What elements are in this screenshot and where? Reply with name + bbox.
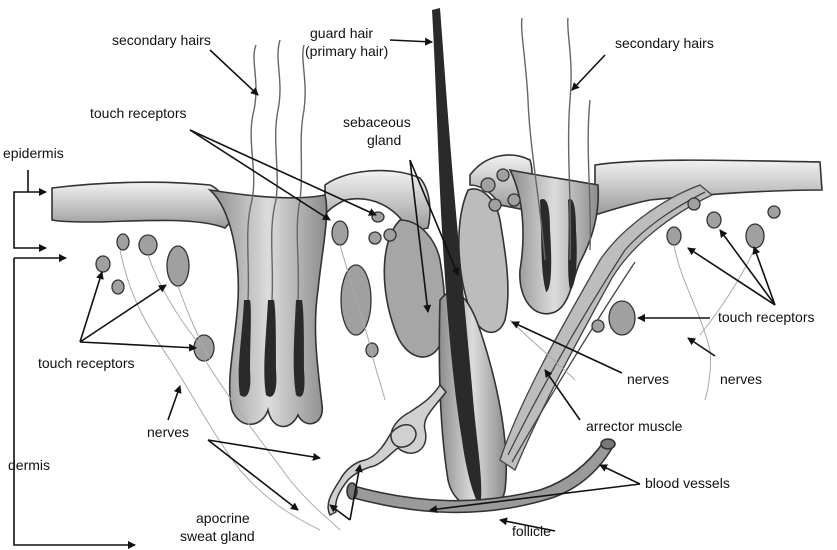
label-sweat-gland: sweat gland xyxy=(180,528,255,544)
leader-touch-right-a xyxy=(688,248,775,305)
leader-nerves-left-c xyxy=(208,440,298,510)
label-guard-hair: guard hair xyxy=(310,25,373,41)
label-primary-hair: (primary hair) xyxy=(305,43,388,59)
leader-touch-right-c xyxy=(754,247,775,305)
label-nerves-center: nerves xyxy=(627,371,669,387)
label-touch-receptors-right: touch receptors xyxy=(718,309,815,325)
leader-secondary-hairs-left xyxy=(210,50,258,95)
leader-guard-hair xyxy=(390,40,432,42)
label-dermis: dermis xyxy=(8,457,50,473)
label-touch-receptors-top: touch receptors xyxy=(90,105,187,121)
label-epidermis: epidermis xyxy=(3,145,64,161)
label-arrector-muscle: arrector muscle xyxy=(586,418,683,434)
label-nerves-left: nerves xyxy=(147,424,189,440)
label-apocrine: apocrine xyxy=(196,510,250,526)
label-blood-vessels: blood vessels xyxy=(645,475,730,491)
label-touch-receptors-left: touch receptors xyxy=(38,355,135,371)
leader-secondary-hairs-right xyxy=(572,55,605,90)
leader-touch-left-a xyxy=(80,272,102,342)
label-sebaceous: sebaceous xyxy=(343,114,411,130)
leader-nerves-left-a xyxy=(168,386,180,420)
label-nerves-right: nerves xyxy=(720,371,762,387)
leader-blood-vessels-a xyxy=(600,465,640,484)
label-gland: gland xyxy=(367,132,401,148)
label-follicle: follicle xyxy=(512,523,551,539)
leader-nerves-right xyxy=(688,338,715,356)
label-secondary-hairs-left: secondary hairs xyxy=(112,32,211,48)
label-secondary-hairs-right: secondary hairs xyxy=(615,35,714,51)
leader-touch-left-c xyxy=(80,342,196,348)
